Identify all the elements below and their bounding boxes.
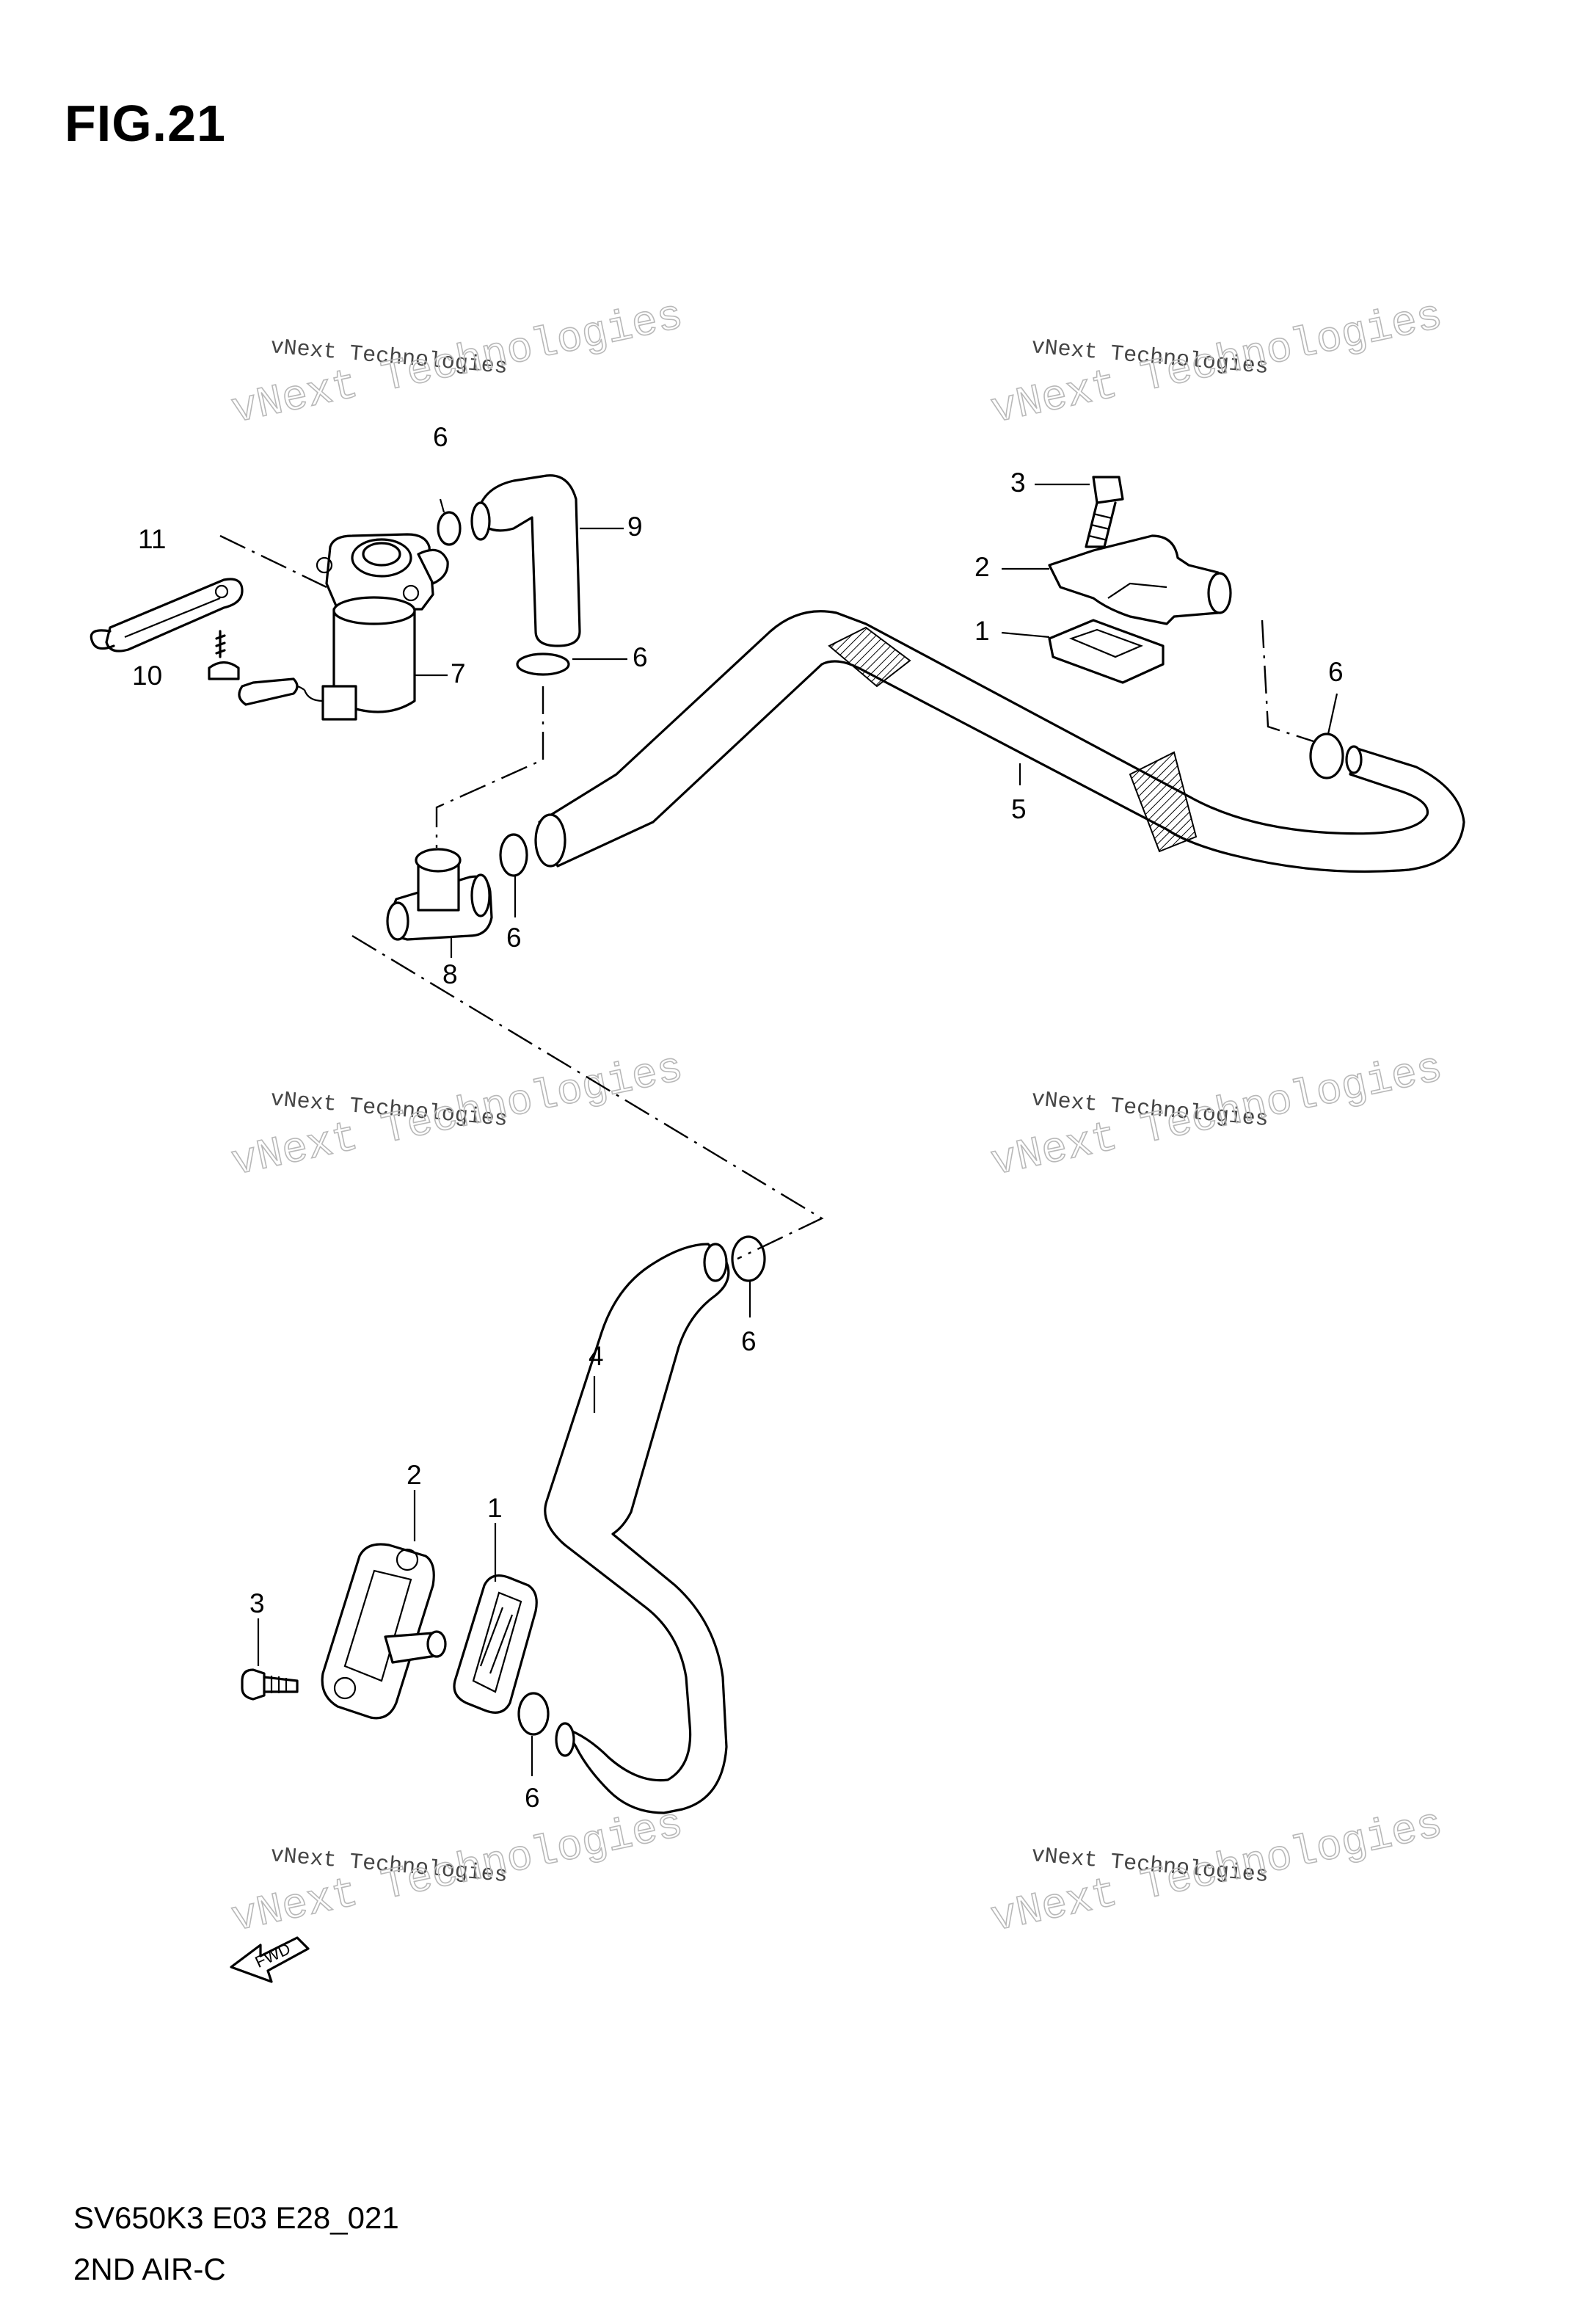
callout-7: 7 (451, 658, 466, 688)
part-1-gasket-top (1001, 619, 1165, 684)
clip-6-bottom (517, 1692, 550, 1776)
part-10-screw (208, 630, 240, 680)
clip-6-left (499, 833, 528, 917)
callout-1: 1 (974, 616, 990, 646)
callout-2: 2 (407, 1460, 422, 1490)
figure-code: SV650K3 E03 E28_021 (73, 2200, 399, 2235)
watermark-large: vNext Technologies (227, 1801, 687, 1944)
watermark-large: vNext Technologies (987, 1801, 1446, 1944)
callout-labels: 11 10 7 6 9 6 8 6 3 2 1 6 5 6 4 2 1 3 6 (132, 422, 1344, 1813)
part-4-lower-hose (544, 1243, 730, 1814)
figure-description: 2ND AIR-C (73, 2252, 226, 2286)
watermark-1: vNext Technologies vNext Technologies (227, 292, 688, 435)
part-3-bolt-bottom (241, 1618, 299, 1701)
watermark-5: vNext Technologies vNext Technologies (227, 1800, 688, 1944)
callout-4: 4 (589, 1341, 604, 1371)
callout-6: 6 (741, 1326, 757, 1356)
fwd-arrow: FWD (230, 1936, 310, 1983)
callout-2: 2 (974, 552, 990, 582)
part-11-bracket (90, 578, 244, 652)
callout-6: 6 (525, 1783, 540, 1813)
watermark-large: vNext Technologies (987, 1045, 1446, 1188)
callout-5: 5 (1011, 794, 1027, 824)
callout-6: 6 (633, 642, 648, 672)
watermark-4: vNext Technologies vNext Technologies (986, 1044, 1447, 1188)
callout-11: 11 (138, 524, 166, 554)
clip-6-lower (731, 1235, 766, 1317)
callout-1: 1 (487, 1493, 503, 1523)
part-7-valve (238, 533, 449, 721)
part-2-cover-top (1002, 534, 1232, 625)
callout-3: 3 (249, 1588, 265, 1618)
part-9-elbow-hose (470, 474, 624, 647)
part-5-long-hose (534, 610, 1465, 873)
callout-10: 10 (132, 661, 162, 691)
callout-6: 6 (433, 422, 448, 452)
watermark-6: vNext Technologies vNext Technologies (986, 1800, 1447, 1944)
callout-6: 6 (506, 923, 522, 953)
clip-6-right (1309, 693, 1344, 779)
clip-6-top (437, 498, 462, 546)
part-8-t-joint (386, 848, 493, 958)
part-3-bolt-top (1035, 476, 1124, 548)
watermark-3: vNext Technologies vNext Technologies (227, 1044, 688, 1188)
callout-9: 9 (627, 512, 643, 542)
callout-8: 8 (442, 959, 458, 989)
callout-6: 6 (1328, 657, 1344, 687)
callout-3: 3 (1010, 468, 1026, 498)
watermark-large: vNext Technologies (227, 1045, 687, 1188)
part-1-reed-plate-bottom (453, 1523, 538, 1714)
clip-6-mid (516, 652, 627, 676)
connection-lines (219, 534, 1314, 1260)
part-2-cover-bottom (321, 1490, 447, 1720)
watermark-2: vNext Technologies vNext Technologies (986, 292, 1447, 435)
watermark-large: vNext Technologies (987, 293, 1446, 435)
figure-title: FIG.21 (65, 95, 226, 152)
watermark-large: vNext Technologies (227, 293, 687, 435)
